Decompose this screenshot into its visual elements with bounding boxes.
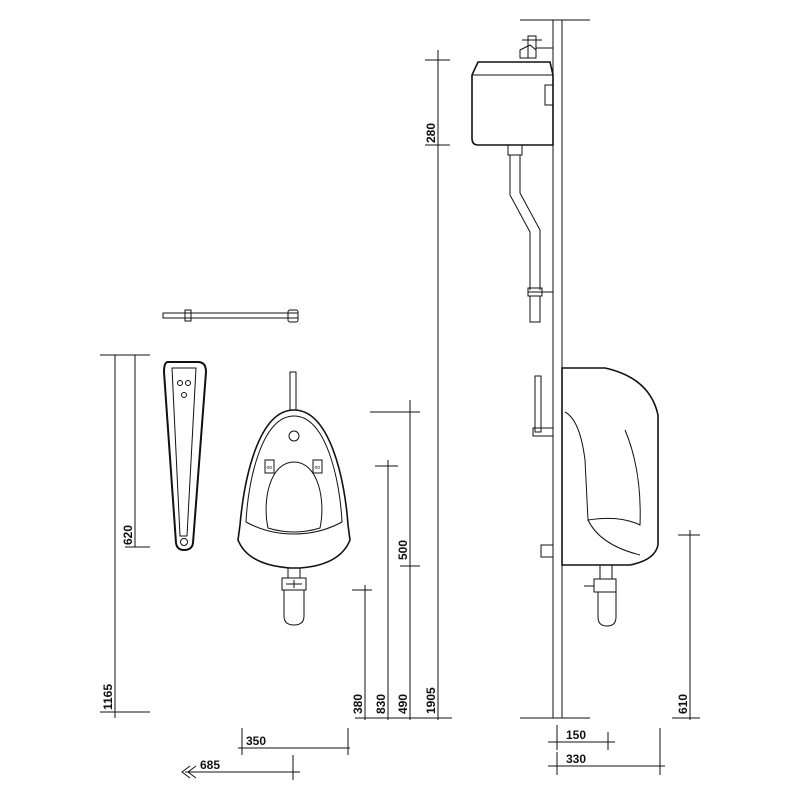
dim-280: 280 xyxy=(424,123,438,143)
spreader-fixture xyxy=(162,361,208,552)
flush-pipe-part xyxy=(162,309,299,323)
tap-icon xyxy=(519,35,553,59)
dim-380: 380 xyxy=(351,694,365,714)
dim-1905: 1905 xyxy=(424,687,438,714)
dim-685: 685 xyxy=(200,758,220,772)
dim-830: 830 xyxy=(374,694,388,714)
urinal-front-view: oo oo xyxy=(237,371,351,626)
dim-350: 350 xyxy=(246,734,266,748)
dimension-lines xyxy=(100,50,700,780)
dim-330: 330 xyxy=(566,752,586,766)
svg-text:oo: oo xyxy=(267,465,273,471)
dim-1165: 1165 xyxy=(101,684,115,710)
dim-610: 610 xyxy=(676,694,690,714)
cistern-side-view xyxy=(471,35,554,323)
dim-490: 490 xyxy=(396,694,410,714)
dim-620: 620 xyxy=(121,525,135,545)
svg-text:oo: oo xyxy=(315,465,321,471)
urinal-side-view xyxy=(532,367,659,627)
dim-150: 150 xyxy=(566,728,586,742)
double-left-arrow-icon xyxy=(181,765,197,779)
dim-500: 500 xyxy=(396,540,410,560)
